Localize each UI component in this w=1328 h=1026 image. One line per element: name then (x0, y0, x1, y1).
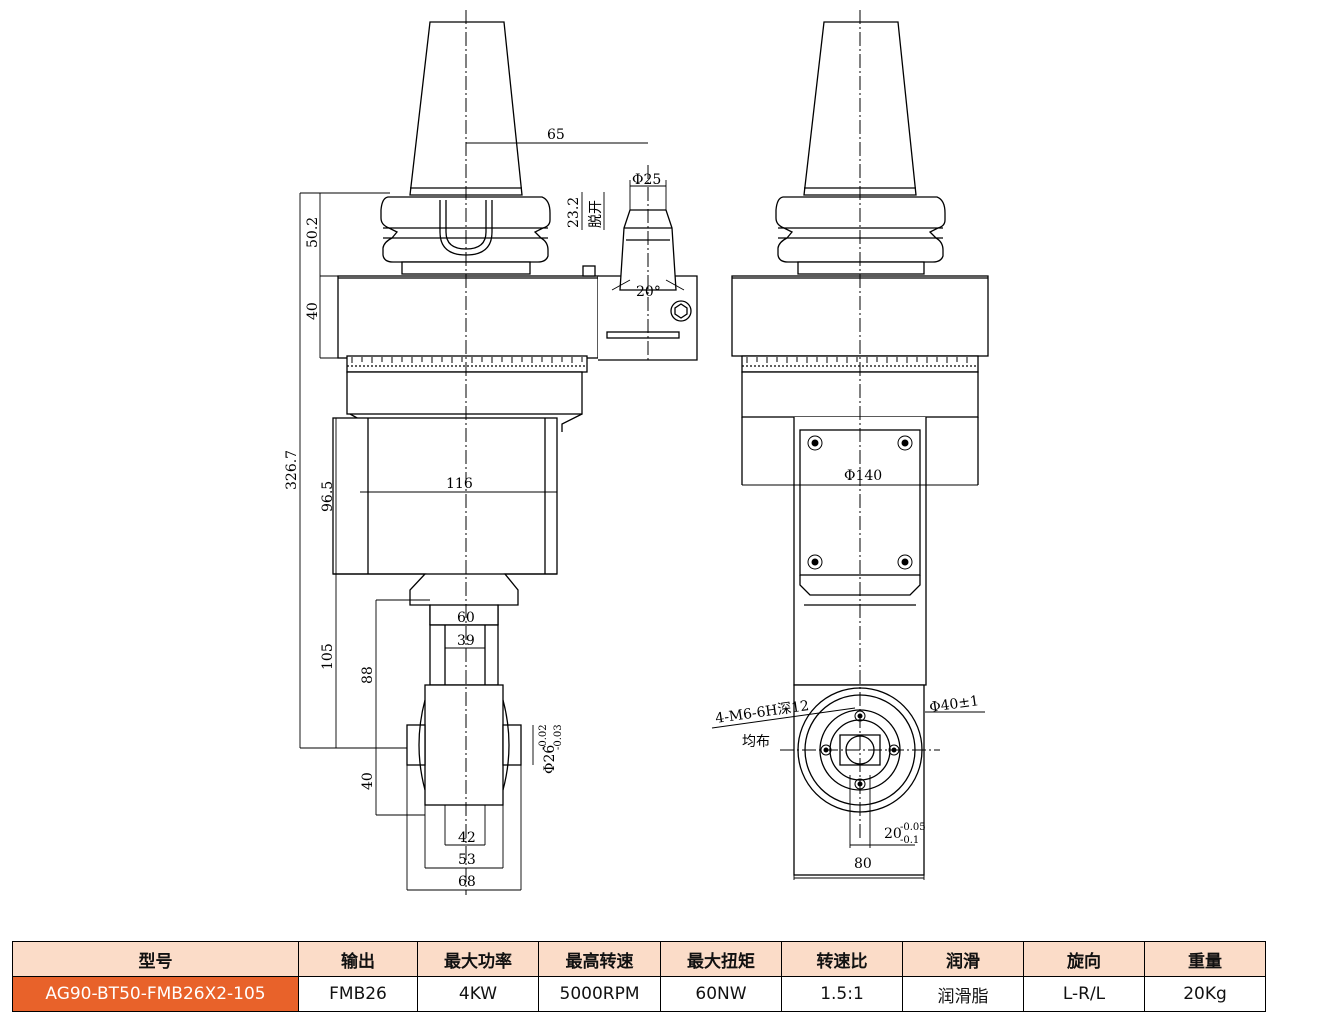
dim-angle-20: 20° (636, 284, 661, 300)
dim-40-bottom: 40 (360, 772, 376, 790)
value-output: FMB26 (298, 976, 418, 1012)
center-lines-left (465, 10, 649, 895)
dimension-lines-right (711, 484, 985, 880)
dim-65: 65 (547, 127, 565, 143)
dim-96-5: 96.5 (320, 481, 336, 512)
header-speed-ratio: 转速比 (781, 941, 903, 977)
column-body (332, 417, 558, 575)
dim-phi140: Φ140 (844, 468, 882, 484)
value-max-speed: 5000RPM (538, 976, 661, 1012)
output-square-drive (839, 734, 881, 766)
dim-326-7: 326.7 (284, 450, 300, 490)
dimension-lines-left (299, 142, 685, 891)
spec-table: 型号 输出 最大功率 最高转速 最大扭矩 转速比 润滑 旋向 重量 AG90-B… (12, 941, 1266, 1012)
center-lines-right (780, 10, 940, 840)
scale-ticks-left (351, 357, 583, 363)
value-model: AG90-BT50-FMB26X2-105 (12, 976, 299, 1012)
housing (337, 275, 599, 359)
header-max-torque: 最大扭矩 (660, 941, 782, 977)
dim-phi26-tol-upper: -0.02 (538, 724, 549, 750)
flange-front (775, 196, 946, 263)
header-lubrication: 润滑 (902, 941, 1024, 977)
header-max-power: 最大功率 (417, 941, 539, 977)
value-max-power: 4KW (417, 976, 539, 1012)
spec-value-row: AG90-BT50-FMB26X2-105 FMB26 4KW 5000RPM … (12, 976, 1266, 1012)
dim-53: 53 (458, 852, 476, 868)
output-head (424, 684, 504, 806)
dim-80: 80 (854, 856, 872, 872)
header-rotation: 旋向 (1023, 941, 1145, 977)
dim-phi40: Φ40±1 (928, 693, 980, 716)
dim-phi26-tol-lower: -0.03 (553, 724, 564, 750)
dim-phi26: Φ26 (542, 745, 558, 774)
dim-116: 116 (446, 476, 473, 492)
dim-88: 88 (360, 666, 376, 684)
technical-drawing: 65 Φ25 23.2 脱开 50.2 40 20° 326.7 96.5 11… (284, 10, 989, 895)
dim-68: 68 (458, 874, 476, 890)
dim-20-tol-upper: -0.05 (900, 822, 926, 833)
dim-105: 105 (320, 643, 336, 670)
dim-20-tol-lower: -0.1 (900, 835, 919, 846)
flange (380, 196, 551, 263)
dim-50-2: 50.2 (305, 217, 321, 248)
dim-phi25: Φ25 (632, 172, 661, 188)
scale-ticks-right (746, 357, 968, 363)
lower-body (346, 371, 583, 415)
dim-42: 42 (458, 830, 476, 846)
value-rotation: L-R/L (1023, 976, 1145, 1012)
value-max-torque: 60NW (660, 976, 782, 1012)
dim-tuokai: 脱开 (588, 200, 604, 228)
header-weight: 重量 (1144, 941, 1266, 977)
output-spindle-left (406, 724, 426, 766)
output-neck (429, 624, 499, 686)
dim-40-top: 40 (305, 302, 321, 320)
value-weight: 20Kg (1144, 976, 1266, 1012)
header-output: 输出 (298, 941, 418, 977)
spec-header-row: 型号 输出 最大功率 最高转速 最大扭矩 转速比 润滑 旋向 重量 (12, 941, 1266, 977)
dim-20: 20 (884, 826, 902, 842)
graduated-ring (346, 355, 588, 373)
dim-60: 60 (457, 610, 475, 626)
value-lubrication: 润滑脂 (902, 976, 1024, 1012)
value-speed-ratio: 1.5:1 (781, 976, 903, 1012)
dimension-labels: 65 Φ25 23.2 脱开 50.2 40 20° 326.7 96.5 11… (284, 127, 980, 890)
dim-39: 39 (457, 633, 475, 649)
output-spindle-right (502, 724, 522, 766)
hex-socket-screw (670, 300, 692, 322)
header-model: 型号 (12, 941, 299, 977)
side-view (332, 21, 698, 806)
dim-23-2: 23.2 (566, 197, 582, 228)
thread-callout-evenly: 均布 (742, 734, 770, 750)
header-max-speed: 最高转速 (538, 941, 661, 977)
